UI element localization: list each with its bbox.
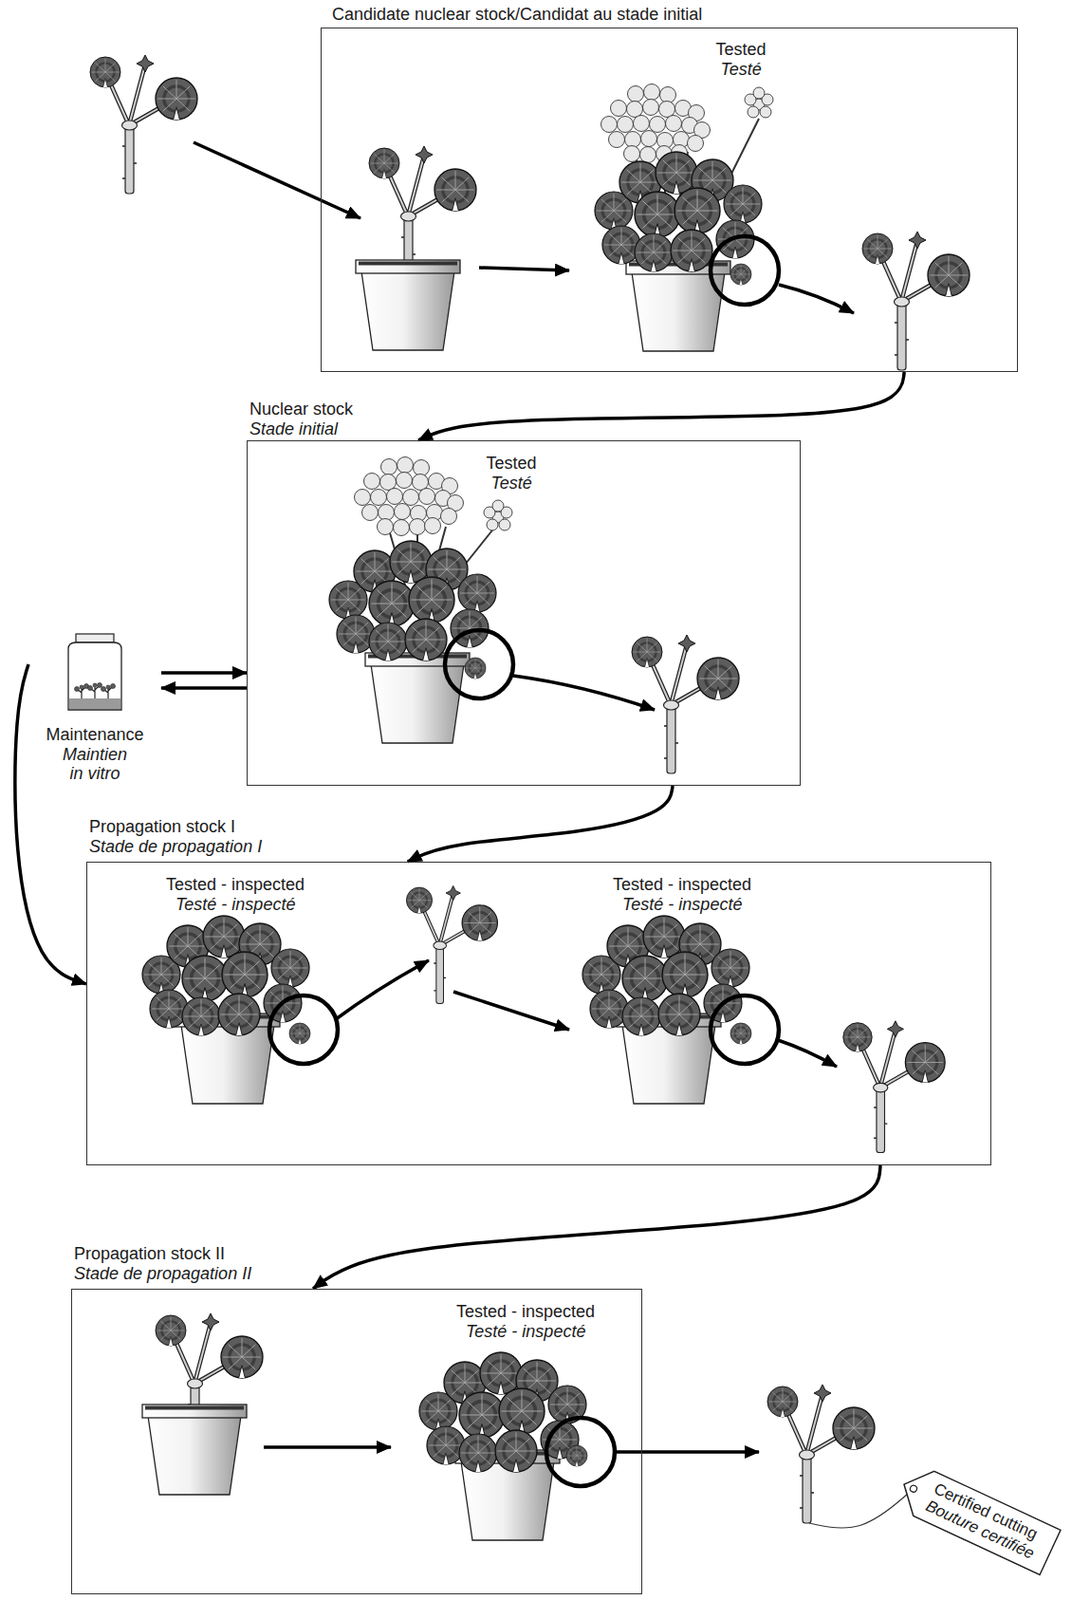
stage-label: Maintenance [46,724,145,744]
small-flower-head [483,499,513,531]
flower-pot [626,260,731,352]
cutting [631,634,739,774]
process-arrow [193,142,361,219]
cutting-highlight [710,236,779,305]
stage-label: Nuclear stock [249,399,353,419]
flow-arrow [161,685,247,690]
status-label: Tested - inspected [166,874,305,894]
cutting-highlight [444,629,514,699]
cutting-highlight [710,995,779,1064]
cutting [90,55,198,194]
flow-arrow [313,1164,881,1289]
cutting [767,1384,875,1523]
flow-arrow [15,664,87,984]
stage-box: Propagation stock IStade de propagation … [86,861,992,1165]
flower-pot [365,652,470,743]
cutting [406,885,498,1003]
process-line [614,1449,643,1454]
status-label: Maintien in vitro [56,744,133,783]
status-label: Testé [491,473,533,493]
process-arrow [777,1039,837,1067]
in-vitro-node: MaintenanceMaintien in vitro [28,629,162,788]
leaf-cluster [594,151,762,272]
process-arrow [513,675,655,710]
leaf-cluster [419,1351,587,1472]
stage-box: Propagation stock IIStade de propagation… [71,1288,643,1594]
flower-pot [142,1404,247,1495]
process-arrow [453,991,570,1030]
small-flower-head [744,87,774,118]
culture-jar [68,633,122,710]
tag-string [809,1488,914,1528]
cutting [862,231,970,370]
status-label: Tested [486,453,537,473]
stage-label: Propagation stock II [73,1243,225,1263]
leaf-cluster [582,915,750,1035]
tag-hole [908,1483,918,1493]
cutting-highlight [269,995,338,1064]
status-label: Testé - inspecté [622,894,742,914]
leaf-cluster [142,915,310,1035]
status-label: Testé - inspecté [175,894,296,914]
flower-head [601,84,711,164]
flower-head [354,457,464,536]
process-arrow [778,284,854,314]
process-arrow [335,960,429,1019]
certified-tag-node: Certified cuttingBouture certifiée [758,1366,1082,1594]
stage-label: Stade de propagation I [89,836,262,856]
flow-arrow [161,670,247,675]
flower-pot [355,259,461,351]
stage-label: Stade de propagation II [73,1263,252,1283]
process-arrow [263,1444,391,1449]
stage-label: Candidate nuclear stock/Candidat au stad… [332,4,703,24]
process-arrow [479,267,570,271]
status-label: Testé [720,59,762,79]
flow-arrow [407,785,673,862]
cutting-highlight [546,1417,615,1486]
stage-box: Nuclear stockStade initialTestedTesté [246,440,801,786]
flow-arrow [418,371,905,441]
certified-tag: Certified cuttingBouture certifiée [892,1459,1063,1576]
status-label: Tested - inspected [612,874,752,894]
status-label: Testé - inspecté [465,1321,586,1341]
stage-label: Propagation stock I [89,816,236,836]
status-label: Tested [716,39,767,59]
leaf-cluster [329,540,497,661]
status-label: Tested - inspected [456,1301,595,1321]
stage-box: Candidate nuclear stock/Candidat au stad… [320,27,1018,372]
flow-arrow [642,1449,759,1454]
stage-label: Stade initial [249,419,338,439]
cutting [843,1020,945,1153]
tag-outline [893,1461,1061,1575]
